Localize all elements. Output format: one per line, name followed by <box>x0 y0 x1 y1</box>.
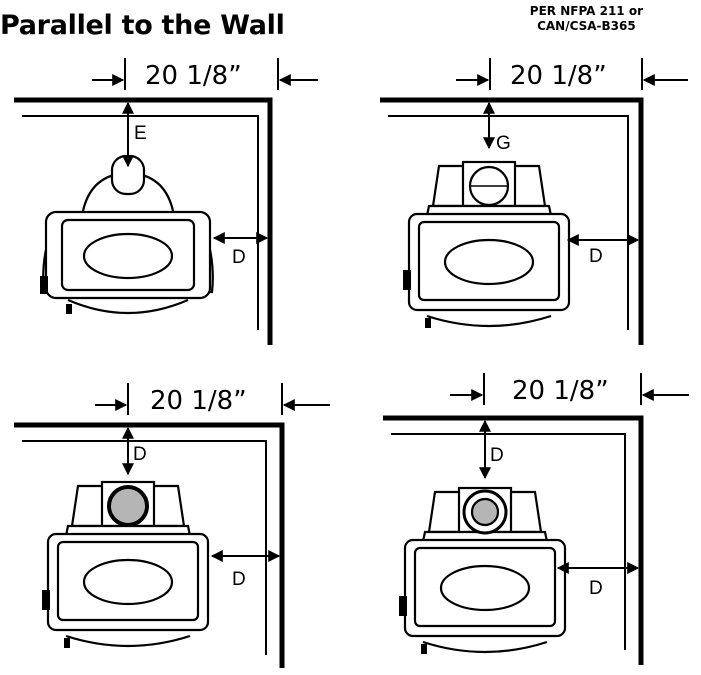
back-clearance-label: D <box>490 445 504 466</box>
back-clearance-label: E <box>134 123 147 144</box>
wall-outline <box>383 415 644 665</box>
clearance-line <box>391 433 626 650</box>
side-clearance-label: D <box>232 247 246 268</box>
page-title: Parallel to the Wall <box>0 10 285 41</box>
clearance-line <box>388 115 629 330</box>
clearance-panel: 20 1/8” E D <box>14 58 318 345</box>
clearance-line <box>22 115 259 330</box>
width-dimension-label: 20 1/8” <box>150 386 247 416</box>
clearance-line <box>22 440 267 655</box>
clearance-panel: 20 1/8” D D <box>14 383 330 668</box>
clearance-panel: 20 1/8” D D <box>383 373 689 665</box>
side-clearance-label: D <box>589 578 603 599</box>
wall-outline <box>14 422 285 668</box>
stove-unit <box>399 486 567 654</box>
standard-line-1: PER NFPA 211 or <box>529 4 643 18</box>
wall-outline <box>14 97 273 345</box>
standard-reference: PER NFPA 211 or CAN/CSA-B365 <box>530 4 643 34</box>
back-clearance-label: D <box>133 444 147 465</box>
width-dimension-label: 20 1/8” <box>145 61 242 91</box>
width-dimension-label: 20 1/8” <box>510 61 607 91</box>
stove-unit <box>40 154 214 315</box>
clearance-panel: 20 1/8” G D <box>380 58 688 345</box>
stove-unit <box>403 160 571 328</box>
side-clearance-label: D <box>232 569 246 590</box>
side-clearance-label: D <box>589 246 603 267</box>
standard-line-2: CAN/CSA-B365 <box>537 19 636 33</box>
width-dimension-label: 20 1/8” <box>512 376 609 406</box>
back-clearance-label: G <box>496 133 511 154</box>
wall-outline <box>380 97 644 345</box>
stove-unit <box>42 480 210 648</box>
